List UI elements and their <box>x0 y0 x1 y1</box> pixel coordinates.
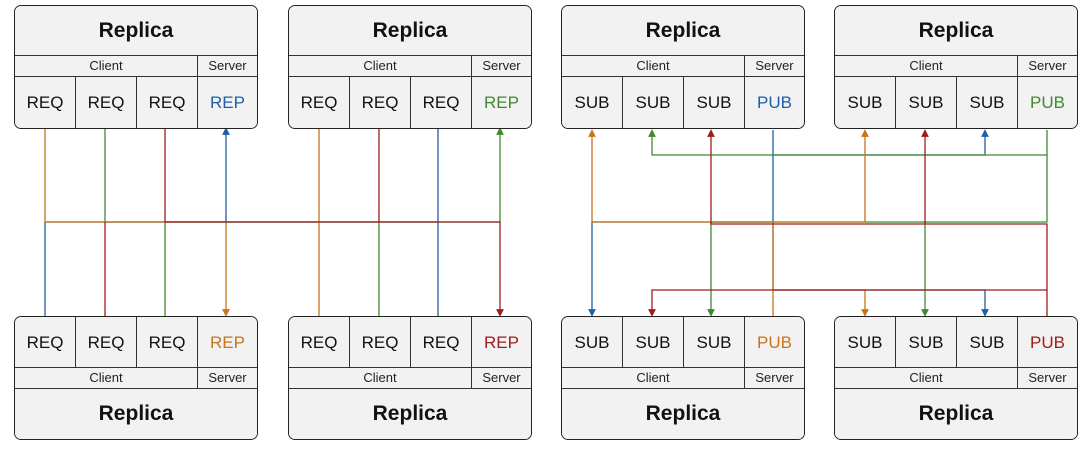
client-label: Client <box>289 56 472 76</box>
wire-from-pubsub-top2-pub <box>921 155 1048 317</box>
server-label: Server <box>1028 370 1067 385</box>
replica-reqrep-top-2: Replica Client Server REQ REQ REQ REP <box>288 5 532 129</box>
replica-title: Replica <box>289 6 531 56</box>
wire-to-top2-rep <box>104 127 504 223</box>
server-socket: PUB <box>1030 333 1065 352</box>
client-socket: REQ <box>289 77 350 128</box>
client-socket: SUB <box>623 317 684 367</box>
server-label: Server <box>208 370 247 385</box>
wire-from-pubsub-top1-pub <box>588 221 773 317</box>
replica-reqrep-bottom-2: REQ REQ REQ REP Client Server Replica <box>288 316 532 440</box>
client-socket: REQ <box>289 317 350 367</box>
server-socket: PUB <box>757 93 792 112</box>
wire-from-pubsub-top2-pub <box>648 129 1048 156</box>
server-socket: REP <box>210 93 245 112</box>
client-socket: REQ <box>411 317 472 367</box>
client-socket: SUB <box>957 317 1018 367</box>
client-socket: REQ <box>137 317 198 367</box>
role-row: Client Server <box>835 368 1077 389</box>
server-label: Server <box>755 370 794 385</box>
client-socket: REQ <box>350 317 411 367</box>
server-socket: PUB <box>757 333 792 352</box>
socket-row: REQ REQ REQ REP <box>15 77 257 128</box>
wire-from-pubsub-top1-pub <box>772 155 989 317</box>
role-row: Client Server <box>15 368 257 389</box>
client-socket: REQ <box>137 77 198 128</box>
wire-from-pubsub-bottom2-pub <box>707 129 1048 316</box>
role-row: Client Server <box>289 368 531 389</box>
client-socket: SUB <box>835 77 896 128</box>
client-label: Client <box>289 368 472 388</box>
wire-from-pubsub-top2-pub <box>707 221 925 317</box>
wire-to-top1-rep <box>44 127 230 316</box>
replica-title: Replica <box>562 389 804 439</box>
client-label: Client <box>562 56 745 76</box>
replica-title: Replica <box>15 389 257 439</box>
server-socket: REP <box>484 333 519 352</box>
client-socket: REQ <box>76 317 137 367</box>
socket-row: REQ REQ REQ REP <box>15 317 257 368</box>
role-row: Client Server <box>15 56 257 77</box>
client-socket: SUB <box>835 317 896 367</box>
client-socket: SUB <box>957 77 1018 128</box>
client-socket: SUB <box>562 317 623 367</box>
wire-from-pubsub-bottom1-pub <box>588 129 773 223</box>
server-label: Server <box>1028 58 1067 73</box>
wire-to-bottom2-rep <box>164 128 504 317</box>
socket-row: SUB SUB SUB PUB <box>562 317 804 368</box>
server-label: Server <box>755 58 794 73</box>
client-socket: SUB <box>562 77 623 128</box>
server-label: Server <box>482 58 521 73</box>
replica-reqrep-bottom-1: REQ REQ REQ REP Client Server Replica <box>14 316 258 440</box>
role-row: Client Server <box>562 56 804 77</box>
client-socket: REQ <box>411 77 472 128</box>
role-row: Client Server <box>562 368 804 389</box>
socket-row: REQ REQ REQ REP <box>289 317 531 368</box>
client-label: Client <box>835 56 1018 76</box>
socket-row: REQ REQ REQ REP <box>289 77 531 128</box>
socket-row: SUB SUB SUB PUB <box>835 77 1077 128</box>
server-socket: REP <box>484 93 519 112</box>
replica-title: Replica <box>835 6 1077 56</box>
replica-pubsub-bottom-2: SUB SUB SUB PUB Client Server Replica <box>834 316 1078 440</box>
client-socket: REQ <box>15 77 76 128</box>
client-socket: REQ <box>350 77 411 128</box>
server-socket: PUB <box>1030 93 1065 112</box>
wire-to-bottom1-rep <box>44 128 230 317</box>
client-label: Client <box>15 56 198 76</box>
wire-from-pubsub-top1-pub <box>772 129 989 156</box>
role-row: Client Server <box>835 56 1077 77</box>
replica-title: Replica <box>562 6 804 56</box>
socket-row: SUB SUB SUB PUB <box>835 317 1077 368</box>
client-socket: REQ <box>15 317 76 367</box>
client-socket: REQ <box>76 77 137 128</box>
client-label: Client <box>835 368 1018 388</box>
replica-reqrep-top-1: Replica Client Server REQ REQ REQ REP <box>14 5 258 129</box>
server-socket: REP <box>210 333 245 352</box>
client-socket: SUB <box>623 77 684 128</box>
replica-title: Replica <box>289 389 531 439</box>
wire-from-pubsub-bottom1-pub <box>773 289 869 317</box>
wire-from-pubsub-bottom1-pub <box>772 129 869 316</box>
client-socket: SUB <box>684 77 745 128</box>
client-label: Client <box>15 368 198 388</box>
replica-pubsub-top-1: Replica Client Server SUB SUB SUB PUB <box>561 5 805 129</box>
replica-pubsub-top-2: Replica Client Server SUB SUB SUB PUB <box>834 5 1078 129</box>
role-row: Client Server <box>289 56 531 77</box>
wire-from-pubsub-bottom2-pub <box>648 289 1047 317</box>
replica-title: Replica <box>15 6 257 56</box>
client-label: Client <box>562 368 745 388</box>
socket-row: SUB SUB SUB PUB <box>562 77 804 128</box>
client-socket: SUB <box>896 77 957 128</box>
server-label: Server <box>208 58 247 73</box>
server-label: Server <box>482 370 521 385</box>
replica-pubsub-bottom-1: SUB SUB SUB PUB Client Server Replica <box>561 316 805 440</box>
wire-to-top1-rep <box>226 221 439 316</box>
client-socket: SUB <box>896 317 957 367</box>
replica-title: Replica <box>835 389 1077 439</box>
client-socket: SUB <box>684 317 745 367</box>
